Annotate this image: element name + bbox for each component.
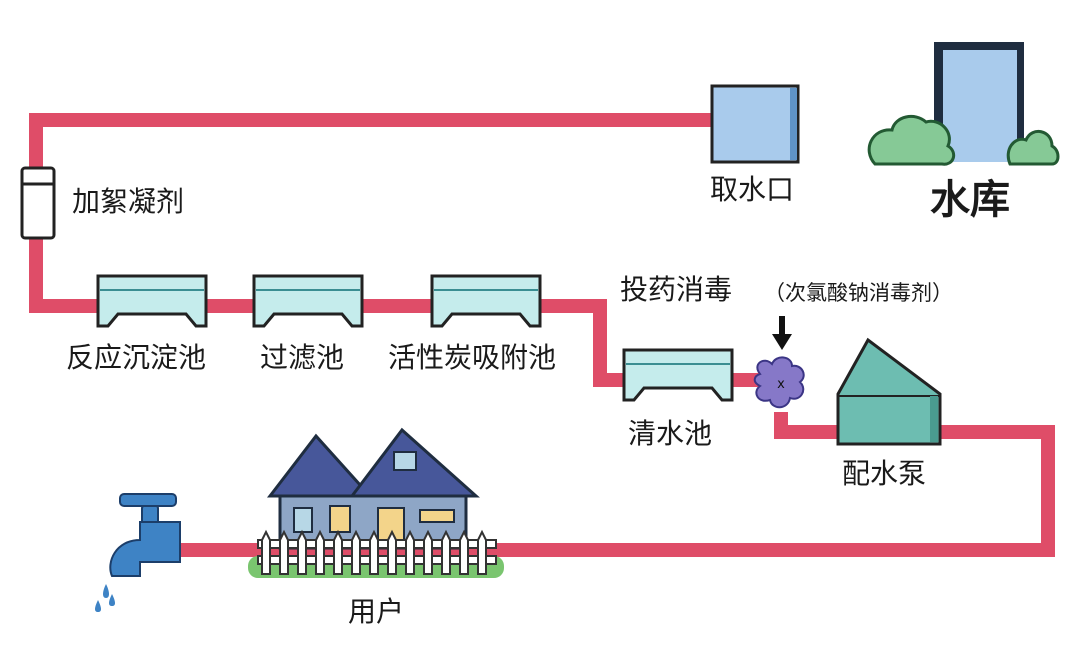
label-user: 用户 xyxy=(348,595,405,628)
tank-filtration xyxy=(252,274,364,328)
faucet-icon xyxy=(109,493,181,577)
arrow-down-icon xyxy=(772,316,792,350)
label-coagulant: 加絮凝剂 xyxy=(72,185,185,218)
tank-clear-water xyxy=(622,348,734,402)
intake-icon xyxy=(710,84,800,164)
label-carbon: 活性炭吸附池 xyxy=(388,341,557,374)
label-disinfect-title: 投药消毒 xyxy=(620,273,733,306)
tank-sedimentation xyxy=(96,274,208,328)
pipe-intake-to-coagulant xyxy=(29,113,712,168)
label-reservoir: 水库 xyxy=(930,177,1010,223)
label-intake: 取水口 xyxy=(710,173,795,206)
label-disinfect-note: （次氯酸钠消毒剂） xyxy=(764,281,953,305)
pipe-pump-to-user xyxy=(170,425,1055,557)
water-drop-icon xyxy=(95,584,115,612)
label-clear-water: 清水池 xyxy=(628,417,713,450)
bacteria-icon: x xyxy=(753,356,805,409)
label-filtration: 过滤池 xyxy=(260,341,345,374)
tank-carbon xyxy=(430,274,542,328)
fence-icon xyxy=(257,529,497,575)
label-sedimentation: 反应沉淀池 xyxy=(66,341,207,374)
reservoir-icon xyxy=(934,42,1024,162)
label-pump: 配水泵 xyxy=(842,457,927,490)
coagulant-icon xyxy=(20,166,56,240)
bush-icon xyxy=(867,114,1060,166)
svg-text:x: x xyxy=(777,377,785,392)
pipe-disinfect-to-pump xyxy=(774,412,860,439)
pump-house-icon xyxy=(836,337,942,446)
